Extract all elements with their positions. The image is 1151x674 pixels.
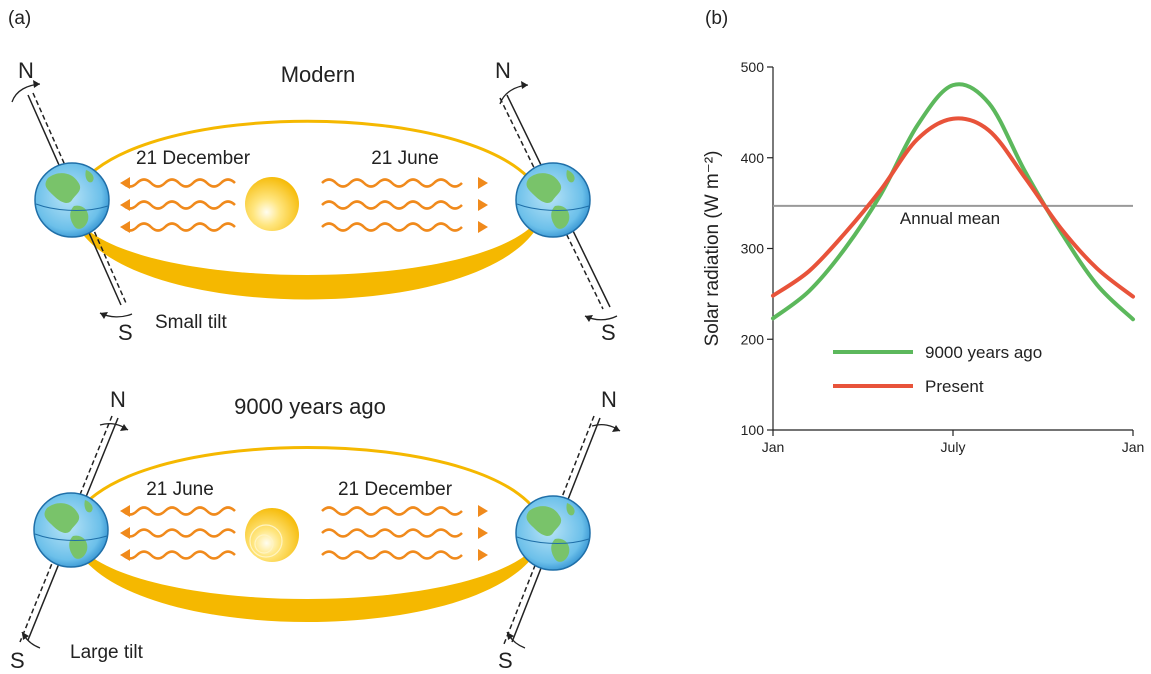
- modern-north-right: N: [495, 58, 511, 83]
- modern-rays-right: [321, 177, 488, 233]
- modern-left-date: 21 December: [136, 148, 251, 169]
- modern-tilt-note: Small tilt: [155, 312, 228, 333]
- past-south-left: S: [10, 648, 25, 673]
- x-tick-label: Jan: [762, 439, 785, 455]
- y-ticks: 100 200 300 400 500: [741, 59, 773, 438]
- modern-orbit-inner: [70, 121, 545, 275]
- legend-label: 9000 years ago: [925, 343, 1042, 362]
- past-sun: [245, 508, 299, 562]
- past-north-right: N: [601, 387, 617, 412]
- legend-label: Present: [925, 377, 984, 396]
- modern-south-left: S: [118, 320, 133, 345]
- past-sun-ring-1: [249, 524, 283, 558]
- past-south-right: S: [498, 648, 513, 673]
- radiation-chart: Solar radiation (W m⁻²) 100200300400500 …: [702, 59, 1144, 455]
- panel-a-label: (a): [8, 8, 31, 29]
- past-rays-right: [321, 505, 488, 561]
- past-rays-left: [120, 505, 236, 561]
- x-tick-label: July: [941, 439, 966, 455]
- modern-right-date: 21 June: [371, 148, 439, 169]
- panel-b-label: (b): [705, 8, 728, 29]
- y-tick-label: 100: [741, 422, 765, 438]
- modern-south-right: S: [601, 320, 616, 345]
- y-tick-label: 400: [741, 150, 765, 166]
- series-line-present: [771, 116, 1135, 299]
- past-left-date: 21 June: [146, 479, 214, 500]
- modern-left-earth: [11, 80, 133, 319]
- y-tick-label: 300: [741, 241, 765, 257]
- modern-north-left: N: [18, 58, 34, 83]
- series-line-past: [771, 82, 1135, 322]
- past-title: 9000 years ago: [234, 394, 386, 419]
- past-tilt-note: Large tilt: [70, 642, 144, 663]
- past-right-earth: [503, 415, 621, 649]
- modern-orbit-top: [68, 119, 547, 207]
- x-ticks: Jan July Jan: [762, 430, 1145, 455]
- annual-mean-label: Annual mean: [900, 209, 1000, 228]
- modern-right-earth: [499, 81, 618, 322]
- past-north-left: N: [110, 387, 126, 412]
- y-tick-label: 500: [741, 59, 765, 75]
- modern-rays-left: [120, 177, 236, 233]
- modern-sun: [245, 177, 299, 231]
- y-axis-label: Solar radiation (W m⁻²): [702, 151, 723, 347]
- past-orbit-inner: [70, 447, 545, 599]
- series-lines: [771, 82, 1135, 322]
- past-right-date: 21 December: [338, 479, 453, 500]
- past-sun-ring-2: [254, 534, 274, 554]
- x-tick-label: Jan: [1122, 439, 1145, 455]
- past-scene: 9000 years ago 21 June 21 December: [10, 387, 621, 673]
- past-left-earth: [19, 415, 129, 649]
- y-tick-label: 200: [741, 331, 765, 347]
- modern-scene: Modern 21 December 21 June: [11, 58, 618, 345]
- modern-title: Modern: [281, 62, 356, 87]
- past-orbit-top: [68, 446, 547, 531]
